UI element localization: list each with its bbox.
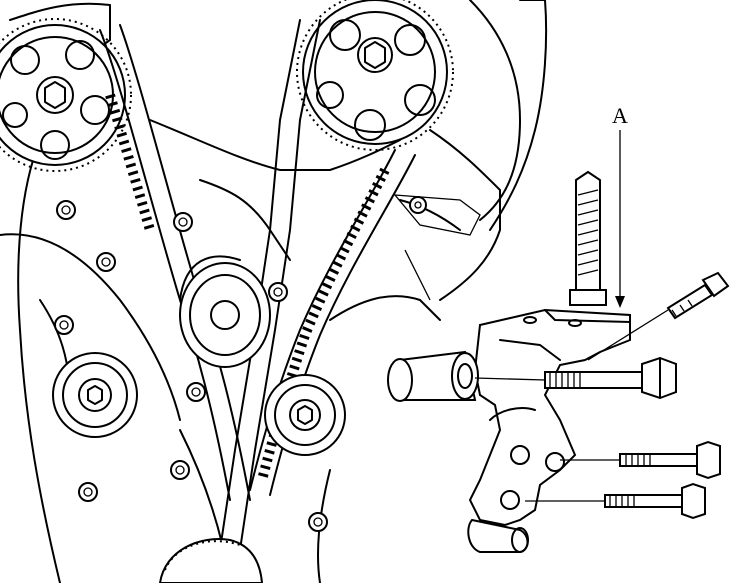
block-bolts [54,196,427,532]
bolt-head-icon [170,460,190,480]
assembly-guide-lines [404,249,669,502]
bolt-head-icon [56,200,76,220]
bottom-bolt [604,482,706,520]
bolt-head-icon [78,482,98,502]
arrow-down-icon [615,296,625,308]
right-idler-pulley [264,374,346,456]
engine-block [0,0,548,583]
callout-a: A [612,103,628,308]
angled-bolt [666,271,730,320]
callout-a-label: A [612,103,628,128]
left-camshaft-sprocket [0,18,132,172]
bolt-head-icon [268,282,288,302]
crankshaft-sprocket [158,538,264,583]
left-idler-pulley [52,352,138,438]
bolt-head-icon [96,252,116,272]
timing-belt [99,19,416,583]
bolt-head-icon [54,315,74,335]
middle-bolt [619,440,721,480]
bolt-head-icon [173,212,193,232]
bolt-head-icon [186,382,206,402]
tensioner-bracket-assembly [387,170,631,553]
bolt-head-icon [409,196,427,214]
tensioner-pulley [179,255,271,368]
bolt-head-icon [308,512,328,532]
main-bolt [544,356,677,400]
tensioner-stud [569,170,607,306]
right-camshaft-sprocket [296,0,454,151]
pivot-sleeve [387,350,479,402]
